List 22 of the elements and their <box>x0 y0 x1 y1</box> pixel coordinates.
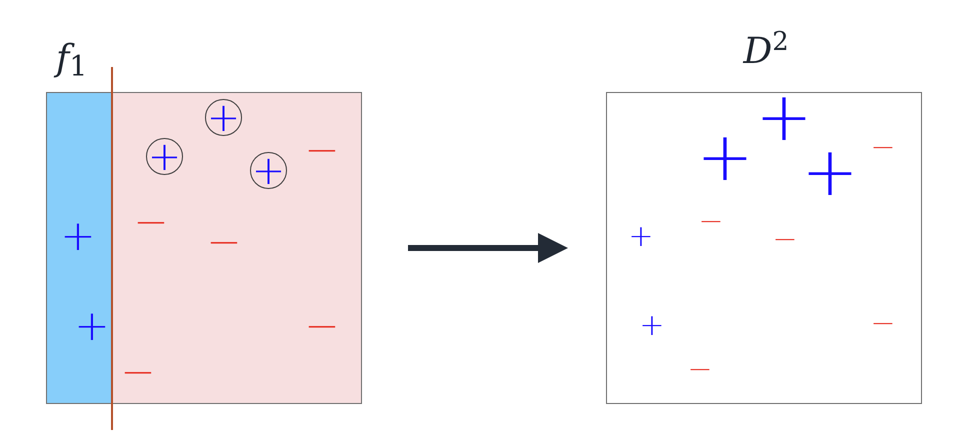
class-label: + <box>206 102 240 134</box>
class-label: + <box>696 130 754 186</box>
class-label: + <box>252 154 286 186</box>
class-label: − <box>304 133 340 167</box>
class-label: − <box>687 358 713 382</box>
arrow <box>408 233 568 263</box>
class-label: + <box>148 140 182 172</box>
class-label: − <box>698 210 724 234</box>
class-label: − <box>870 136 896 160</box>
class-label: + <box>74 309 110 343</box>
class-label: − <box>304 309 340 343</box>
class-label: + <box>639 314 665 338</box>
class-label: − <box>870 312 896 336</box>
class-label: + <box>628 225 654 249</box>
panel-heading: f$_{1}$ <box>56 41 88 77</box>
class-label: − <box>133 205 169 239</box>
class-label: − <box>206 225 242 259</box>
class-label: − <box>120 355 156 389</box>
class-label: + <box>802 146 858 200</box>
class-label: − <box>772 228 798 252</box>
class-label: + <box>60 219 96 253</box>
class-label: + <box>756 90 812 146</box>
